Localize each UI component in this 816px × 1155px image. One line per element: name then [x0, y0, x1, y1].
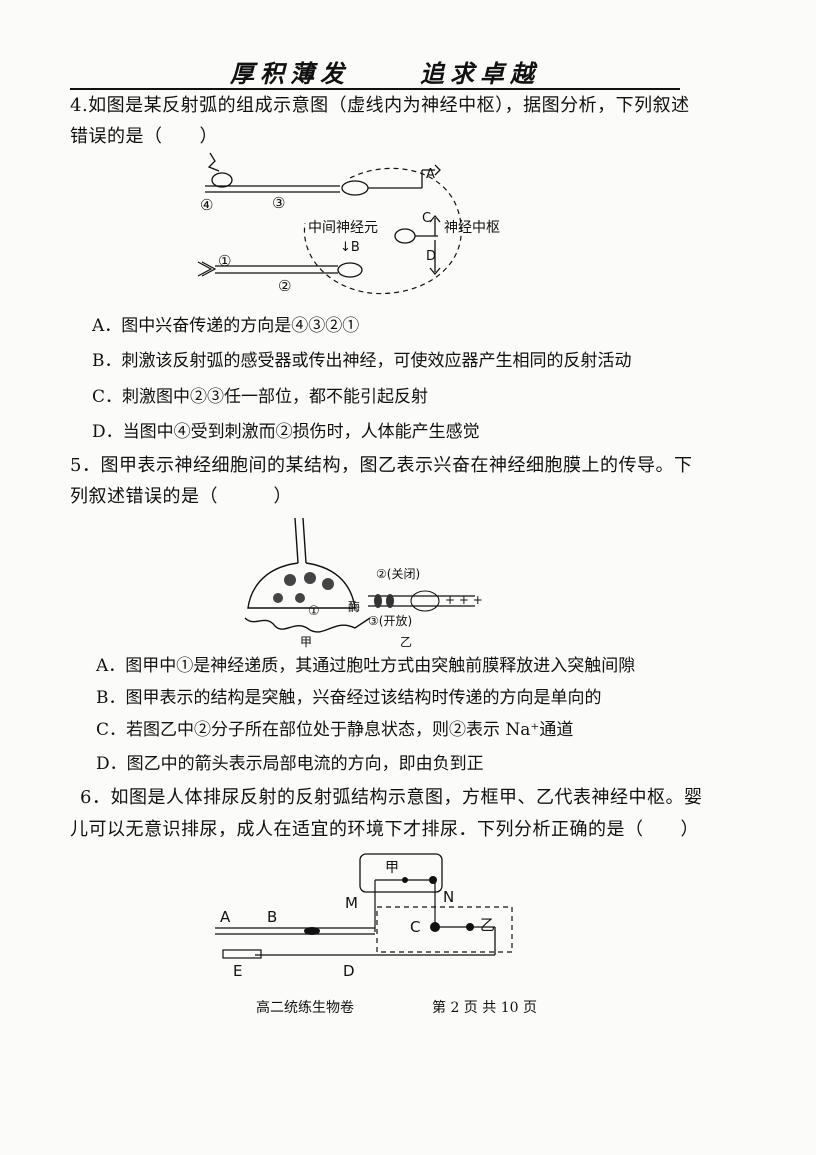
footer-subject: 高二统练生物卷 [256, 1000, 354, 1016]
q5-charge-signs: + + + [445, 593, 483, 607]
page-header: 厚积薄发 追求卓越 [70, 52, 680, 90]
q4-label-B: ↓B [340, 240, 360, 255]
q4-label-D: D [426, 249, 436, 264]
q4-label-3: ③ [272, 194, 285, 212]
q6-stem-line2: 儿可以无意识排尿，成人在适宜的环境下才排尿．下列分析正确的是（ ） [70, 819, 699, 840]
q5-synapse-figure: ① 酶 甲 + + + ②(关闭) ③(开放) 乙 [244, 517, 483, 649]
q6-urination-reflex-figure: 甲 乙 C M N A B E D [215, 853, 513, 980]
q4-label-C: C [422, 211, 431, 226]
header-motto-right: 追求卓越 [420, 59, 540, 88]
q5-vesicle [273, 593, 283, 603]
q4-lower-cell [337, 262, 363, 278]
q6-label-A: A [220, 908, 231, 926]
q4-label-2: ② [278, 277, 291, 295]
q5-label-yi: 乙 [400, 635, 412, 649]
q4-option-c: C．刺激图中②③任一部位，都不能引起反射 [92, 387, 429, 407]
q4-receptor-symbol [197, 261, 217, 277]
q6-label-D: D [343, 962, 355, 980]
q5-presynaptic-terminal [247, 562, 356, 609]
q6-label-yi: 乙 [480, 916, 495, 934]
q5-option-c: C．若图乙中②分子所在部位处于静息状态，则②表示 Na⁺通道 [96, 720, 574, 740]
q4-effector-symbol [207, 152, 220, 172]
q4-option-a: A．图中兴奋传递的方向是④③②① [92, 316, 360, 336]
q4-upper-cell-body [211, 172, 233, 188]
q6-label-B: B [267, 908, 277, 926]
q6-center-yi [376, 906, 513, 953]
q5-label-mei: 酶 [348, 599, 360, 614]
q6-label-jia: 甲 [385, 860, 399, 876]
q4-label-A: A [426, 167, 435, 182]
q5-option-a: A．图甲中①是神经递质，其通过胞吐方式由突触前膜释放进入突触间隙 [96, 656, 636, 676]
q4-option-d: D．当图中④受到刺激而②损伤时，人体能产生感觉 [92, 422, 480, 442]
q5-label-3: ③(开放) [368, 613, 412, 628]
q6-center-jia [359, 853, 443, 893]
q5-vesicle [284, 574, 296, 586]
q4-stem-line2: 错误的是（ ） [70, 126, 218, 147]
q5-channel-3 [386, 594, 394, 608]
q6-label-C: C [410, 918, 420, 936]
q5-label-2: ②(关闭) [376, 567, 420, 581]
q4-center-cell-top [341, 180, 369, 196]
q4-reflex-arc-figure: A C D 神经中枢 中间神经元 ↓B ④ ③ ① ② [197, 152, 500, 295]
q6-label-E: E [233, 962, 242, 980]
q6-label-N: N [443, 888, 454, 906]
q5-postsynaptic-membrane [244, 617, 371, 633]
q5-stem-line2: 列叙述错误的是（ ） [70, 486, 292, 507]
q6-effector-E [222, 949, 262, 959]
q5-label-1: ① [308, 604, 320, 619]
q5-local-current-loop [410, 590, 440, 612]
q4-stem-line1: 4.如图是某反射弧的组成示意图（虚线内为神经中枢），据图分析，下列叙述 [70, 95, 690, 116]
q5-option-d: D．图乙中的箭头表示局部电流的方向，即由负到正 [96, 754, 484, 774]
header-motto-left: 厚积薄发 [230, 59, 350, 88]
q5-channel-2 [374, 594, 382, 608]
q5-vesicle [304, 572, 316, 584]
q6-stem-line1: 6．如图是人体排尿反射的反射弧结构示意图，方框甲、乙代表神经中枢。婴 [80, 787, 703, 808]
q4-label-interneuron: 中间神经元 [308, 220, 378, 236]
footer-page-number: 第 2 页 共 10 页 [432, 1000, 537, 1016]
q5-option-b: B．图甲表示的结构是突触，兴奋经过该结构时传递的方向是单向的 [96, 688, 602, 708]
q4-option-b: B．刺激该反射弧的感受器或传出神经，可使效应器产生相同的反射活动 [92, 351, 632, 371]
q5-vesicle [295, 593, 305, 603]
q4-nerve-center-boundary [303, 167, 462, 295]
q4-right-cell [394, 228, 416, 244]
q4-label-4: ④ [200, 196, 213, 214]
q4-label-center: 神经中枢 [444, 220, 500, 236]
q6-label-M: M [345, 894, 358, 912]
q4-label-1: ① [218, 252, 231, 270]
q5-stem-line1: 5．图甲表示神经细胞间的某结构，图乙表示兴奋在神经细胞膜上的传导。下 [70, 455, 693, 476]
q5-vesicle [322, 578, 334, 590]
q5-label-jia: 甲 [300, 635, 312, 649]
